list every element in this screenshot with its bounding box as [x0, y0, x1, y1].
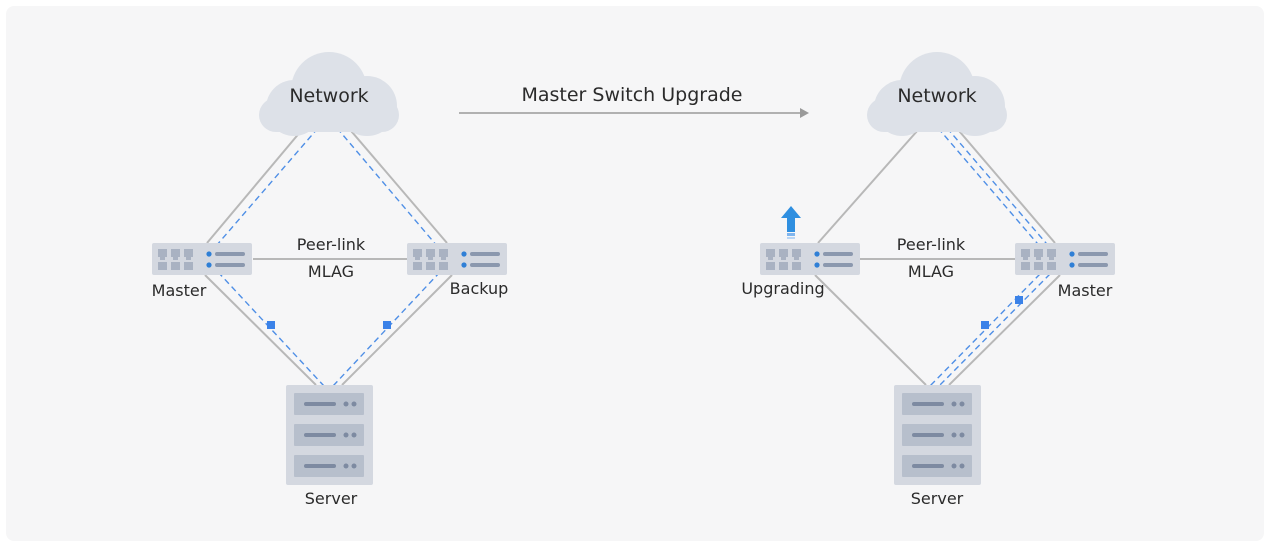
arrow-right-icon	[800, 108, 809, 118]
switch-a-label: Master	[152, 281, 207, 300]
traffic-marker	[1015, 296, 1023, 304]
switch-b-label: Master	[1058, 281, 1113, 300]
server-icon	[286, 385, 373, 485]
peer-link-label: Peer-link	[297, 235, 366, 254]
switch-icon	[407, 243, 507, 275]
traffic-marker	[981, 321, 989, 329]
switch-b-label: Backup	[450, 279, 509, 298]
transition-title: Master Switch Upgrade	[521, 84, 742, 106]
left-topology: Network Master Backup Peer-link MLAG Ser…	[152, 52, 509, 508]
server-label: Server	[911, 489, 964, 508]
mlag-label: MLAG	[908, 262, 954, 281]
switch-a-label: Upgrading	[741, 279, 824, 298]
switch-icon	[760, 243, 860, 275]
network-label: Network	[289, 85, 368, 107]
peer-link-label: Peer-link	[897, 235, 966, 254]
switch-icon	[152, 243, 252, 275]
transition-arrow: Master Switch Upgrade	[459, 84, 809, 118]
upgrade-arrow-icon	[781, 206, 801, 239]
traffic-marker	[383, 321, 391, 329]
traffic-marker	[267, 321, 275, 329]
mlag-label: MLAG	[308, 262, 354, 281]
network-label: Network	[897, 85, 976, 107]
server-label: Server	[305, 489, 358, 508]
server-icon	[894, 385, 981, 485]
right-topology: Network Upgrading Master Peer-link MLAG …	[741, 52, 1115, 508]
switch-icon	[1015, 243, 1115, 275]
